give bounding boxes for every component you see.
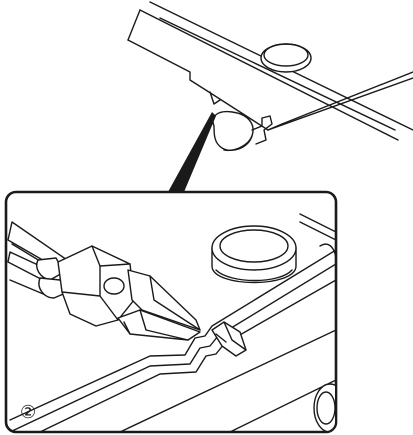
step-number: ② xyxy=(20,402,36,423)
callout-pointer-icon xyxy=(168,112,216,192)
detail-panel: ② xyxy=(4,190,338,434)
cut-rib xyxy=(211,321,247,357)
battery-cover-overview-icon xyxy=(127,1,413,152)
cutting-pliers-detail-icon xyxy=(7,221,201,341)
plate-left-edge xyxy=(127,39,269,131)
detail-roller xyxy=(313,383,335,431)
cover-tab xyxy=(212,110,273,152)
step-marker: ② xyxy=(20,402,36,423)
plate-inner-edge xyxy=(139,9,399,141)
detail-knob xyxy=(211,225,297,284)
pliers-pivot xyxy=(103,277,125,295)
cover-knob xyxy=(260,43,312,73)
